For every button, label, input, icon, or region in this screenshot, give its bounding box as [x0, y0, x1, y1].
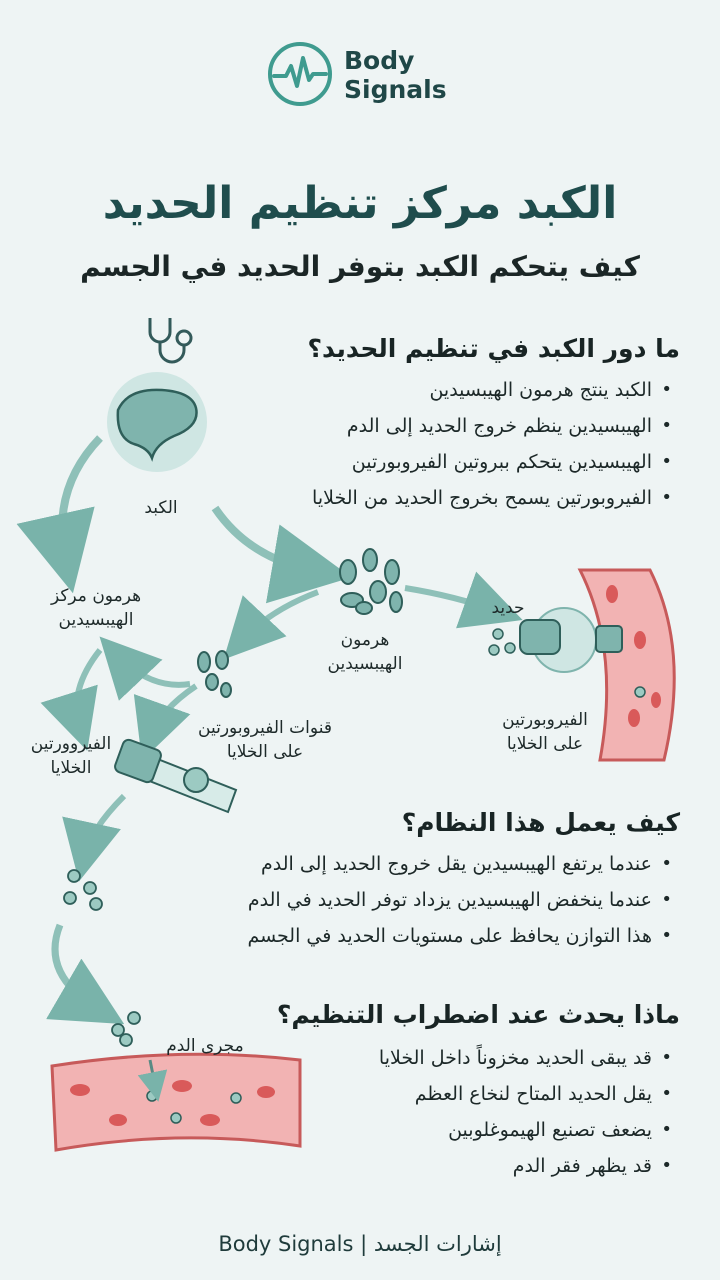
- iron-regulation-diagram: [16, 318, 676, 1152]
- page-title: الكبد مركز تنظيم الحديد: [102, 178, 618, 229]
- list-item: عندما يرتفع الهيبسيدين يقل خروج الحديد إ…: [152, 846, 672, 882]
- hepcidin-center-line-2: الهيبسيدين: [58, 610, 134, 630]
- section-1-list: الكبد ينتج هرمون الهيبسيدين الهيبسيدين ي…: [232, 372, 674, 516]
- ferroportin-cells-left-line-1: الفيروورتين: [30, 734, 112, 754]
- bloodstream-vessel: [50, 1052, 302, 1152]
- heartbeat-logo-icon: [268, 42, 332, 106]
- ferroportin-channels-line-1: قنوات الفيروبورتين: [198, 718, 332, 738]
- ferroportin-cells-right-label: الفيروبورتين على الخلايا: [470, 708, 620, 756]
- liver-icon: [116, 388, 198, 462]
- hepcidin-label: هرمون الهيبسيدين: [290, 628, 440, 676]
- ferroportin-cells-right-line-2: على الخلايا: [506, 734, 584, 754]
- list-item: الهيبسيدين يتحكم ببروتين الفيروبورتين: [232, 444, 672, 480]
- hepcidin-center-line-1: هرمون مركز: [50, 586, 142, 606]
- ferroportin-cells-left-label: الفيروورتين الخلايا: [6, 732, 136, 780]
- arrow-hepcidin-to-ferroportin: [40, 648, 103, 751]
- hepcidin-center-label: هرمون مركز الهيبسيدين: [16, 584, 176, 632]
- ferroportin-cells-right-line-1: الفيروبورتين: [502, 710, 588, 730]
- arrow-cells-to-channel: [133, 683, 198, 761]
- footer: Body Signals | إشارات الجسد: [218, 1232, 502, 1256]
- hepcidin-molecules: [339, 548, 403, 615]
- list-item: الفيروبورتين يسمح بخروج الحديد من الخلاي…: [232, 480, 672, 516]
- brand-line-1: Body: [344, 46, 415, 75]
- iron-label: حديد: [491, 598, 525, 618]
- hepcidin-line-1: هرمون: [340, 630, 390, 650]
- arrow-hormone-to-iron: [404, 571, 523, 629]
- bloodstream-label: مجرى الدم: [166, 1036, 244, 1056]
- arrow-cells-to-hepcidin: [99, 636, 191, 701]
- list-item: الهيبسيدين ينظم خروج الحديد إلى الدم: [232, 408, 672, 444]
- ferroportin-cells-left-line-2: الخلايا: [50, 758, 92, 778]
- brand-name: Body Signals: [344, 46, 447, 104]
- list-item: الكبد ينتج هرمون الهيبسيدين: [232, 372, 672, 408]
- brand-logo: Body Signals: [266, 40, 466, 110]
- ferroportin-channels-label: قنوات الفيروبورتين على الخلايا: [170, 716, 360, 764]
- hepcidin-line-2: الهيبسيدين: [327, 654, 403, 674]
- ferroportin-channels-line-2: على الخلايا: [226, 742, 304, 762]
- ferroportin-channel-icon: [114, 738, 238, 814]
- list-item: قد يبقى الحديد مخزوناً داخل الخلايا: [272, 1040, 672, 1076]
- section-3-list: قد يبقى الحديد مخزوناً داخل الخلايا يقل …: [272, 1040, 674, 1184]
- small-hepcidin-cluster: [197, 650, 232, 698]
- section-2-heading: كيف يعمل هذا النظام؟: [401, 808, 680, 837]
- list-item: هذا التوازن يحافظ على مستويات الحديد في …: [152, 918, 672, 954]
- list-item: يضعف تصنيع الهيموغلوبين: [272, 1112, 672, 1148]
- section-3-heading: ماذا يحدث عند اضطراب التنظيم؟: [276, 1000, 680, 1029]
- liver-label: الكبد: [144, 498, 178, 518]
- arrow-iron-to-blood: [46, 923, 125, 1025]
- section-2-list: عندما يرتفع الهيبسيدين يقل خروج الحديد إ…: [152, 846, 674, 954]
- arrow-liver-to-hepcidin: [16, 435, 103, 594]
- list-item: عندما ينخفض الهيبسيدين يزداد توفر الحديد…: [152, 882, 672, 918]
- iron-dots: [63, 869, 141, 1047]
- arrow-hormone-to-cells: [223, 589, 320, 660]
- arrow-channel-to-iron: [62, 793, 127, 882]
- brand-line-2: Signals: [344, 75, 447, 104]
- arrow-liver-to-hormone: [211, 505, 352, 604]
- stethoscope-icon: [148, 318, 193, 364]
- list-item: قد يظهر فقر الدم: [272, 1148, 672, 1184]
- section-1-heading: ما دور الكبد في تنظيم الحديد؟: [307, 334, 680, 363]
- page-subtitle: كيف يتحكم الكبد بتوفر الحديد في الجسم: [80, 250, 640, 283]
- blood-vessel-right: [488, 568, 676, 762]
- list-item: يقل الحديد المتاح لنخاع العظم: [272, 1076, 672, 1112]
